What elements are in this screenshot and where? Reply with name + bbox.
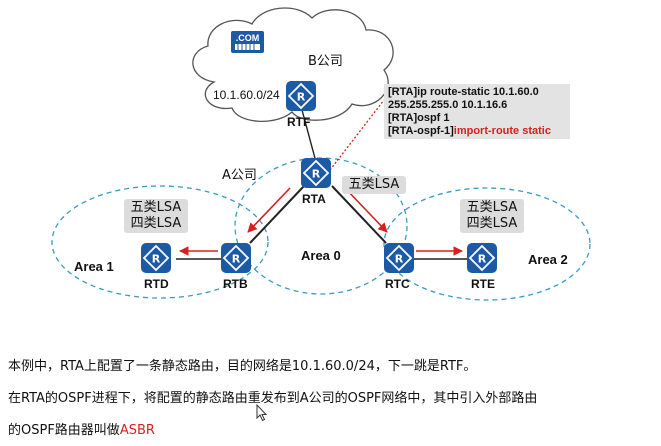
rta-config-box: [RTA]ip route-static 10.1.60.0 255.255.2…: [384, 84, 570, 139]
router-rte-icon: [467, 243, 497, 273]
rtc-label: RTC: [385, 277, 410, 291]
link-rtf-rta: [301, 109, 317, 163]
config-line-4-prefix: [RTA-ospf-1]: [388, 125, 454, 137]
lsa-type4-label: 四类LSA: [466, 216, 518, 231]
asbr-highlight: ASBR: [119, 423, 155, 438]
router-rtf-icon: [286, 81, 316, 111]
config-line-4: [RTA-ospf-1]import-route static: [388, 125, 566, 138]
config-import-route: import-route static: [453, 125, 551, 137]
com-server-icon: .COM: [231, 31, 264, 53]
config-line-1: [RTA]ip route-static 10.1.60.0: [388, 86, 539, 98]
lsa-box-area0: 五类LSA: [342, 176, 406, 194]
config-pointer-line: [329, 99, 385, 171]
router-rtc-icon: [384, 243, 414, 273]
area1-label: Area 1: [74, 259, 114, 274]
rtd-label: RTD: [144, 277, 169, 291]
lsa-type5-label: 五类LSA: [130, 200, 182, 215]
company-a-label: A公司: [222, 168, 257, 183]
link-rta-rtc: [331, 185, 387, 244]
explanation-line-3-prefix: 的OSPF路由器叫做: [8, 423, 120, 438]
lsa-type4-label: 四类LSA: [130, 216, 182, 231]
company-b-label: B公司: [308, 54, 343, 69]
lsa-type5-label: 五类LSA: [348, 177, 400, 192]
rtb-label: RTB: [223, 277, 248, 291]
mouse-cursor-icon: [256, 404, 268, 422]
link-rta-rtb: [249, 185, 305, 244]
explanation-line-3: 的OSPF路由器叫做ASBR: [8, 419, 155, 438]
config-line-3: [RTA]ospf 1: [388, 112, 450, 124]
explanation-line-1: 本例中，RTA上配置了一条静态路由，目的网络是10.1.60.0/24，下一跳是…: [8, 359, 477, 374]
arrow-rta-to-rtc: [344, 187, 388, 233]
lsa-box-area2: 五类LSA 四类LSA: [460, 199, 524, 233]
router-rtb-icon: [221, 243, 251, 273]
rtf-label: RTF: [287, 115, 311, 129]
area1-boundary: [51, 185, 269, 299]
config-line-2: 255.255.255.0 10.1.16.6: [388, 99, 508, 111]
lsa-type5-label: 五类LSA: [466, 200, 518, 215]
area2-boundary: [383, 187, 591, 301]
com-label: .COM: [236, 33, 260, 43]
router-rtd-icon: [141, 243, 171, 273]
explanation-line-2: 在RTA的OSPF进程下，将配置的静态路由重发布到A公司的OSPF网络中，其中引…: [8, 391, 538, 406]
lsa-box-area1: 五类LSA 四类LSA: [124, 199, 188, 233]
rta-label: RTA: [302, 192, 326, 206]
area2-label: Area 2: [528, 252, 568, 267]
network-prefix-label: 10.1.60.0/24: [213, 88, 280, 102]
router-rta-icon: [301, 158, 331, 188]
area0-label: Area 0: [301, 248, 341, 263]
arrow-rta-to-rtb: [247, 187, 291, 233]
rte-label: RTE: [471, 277, 495, 291]
